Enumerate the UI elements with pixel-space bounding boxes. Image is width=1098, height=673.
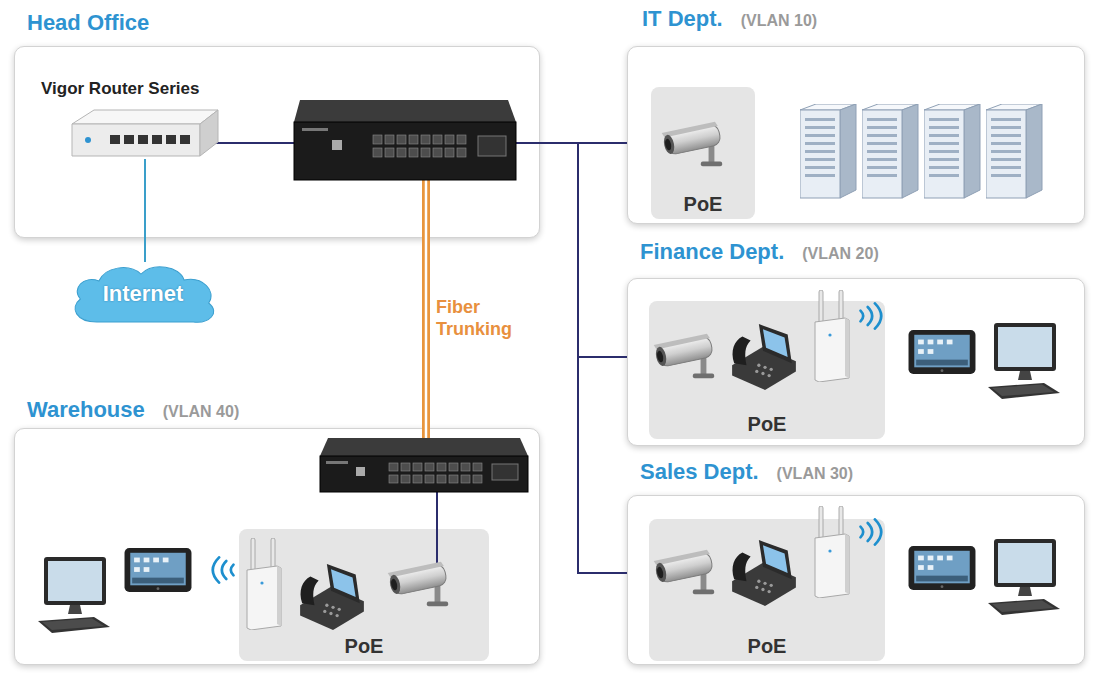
desktop-icon xyxy=(988,323,1060,399)
router-uplink-wire xyxy=(209,142,295,144)
fiber-core xyxy=(425,238,428,428)
heading-row: Head Office xyxy=(27,10,149,36)
fiber-trunk xyxy=(422,238,430,428)
poe-group: PoE xyxy=(649,519,885,661)
wifi-waves xyxy=(861,519,882,544)
access-point-icon xyxy=(815,506,849,598)
edge-label: Fiber Trunking xyxy=(436,296,528,340)
router-device: Vigor Router Series xyxy=(71,109,219,159)
cloud-label: Internet xyxy=(66,262,220,326)
camera-icon xyxy=(654,333,714,378)
server-icon xyxy=(862,104,918,198)
poe-label: PoE xyxy=(684,193,723,219)
camera-wire xyxy=(436,490,438,588)
switch-symbol xyxy=(320,438,528,492)
department-heading: Sales Dept. xyxy=(640,459,759,485)
department-heading: Finance Dept. xyxy=(640,239,784,265)
wifi-waves xyxy=(213,557,234,582)
access-point-icon xyxy=(247,538,281,630)
poe-label: PoE xyxy=(345,635,384,661)
switch-wire xyxy=(515,142,541,144)
internet-link xyxy=(144,159,146,262)
heading-row: IT Dept. (VLAN 10) xyxy=(642,6,817,32)
poe-group: PoE xyxy=(239,529,489,661)
office-heading: Head Office xyxy=(27,10,149,36)
switch-symbol xyxy=(294,100,516,180)
desktop-icon xyxy=(988,539,1060,615)
department-heading: IT Dept. xyxy=(642,6,723,32)
server-icon xyxy=(924,104,980,198)
department-panel: Finance Dept.(VLAN 20)PoE xyxy=(627,278,1085,446)
vlan-tag: (VLAN 10) xyxy=(741,12,817,30)
vlan-link xyxy=(540,143,627,573)
tablet-icon xyxy=(125,548,192,592)
router-symbol xyxy=(72,110,218,156)
fiber-stub xyxy=(426,180,427,446)
tablet-icon xyxy=(909,546,976,590)
department-heading: Warehouse xyxy=(27,397,145,423)
poe-group: PoE xyxy=(649,301,885,439)
phone-icon xyxy=(732,324,796,390)
heading-row: Sales Dept. (VLAN 30) xyxy=(640,459,853,485)
vlan-tag: (VLAN 20) xyxy=(802,245,878,263)
poe-label: PoE xyxy=(748,413,787,439)
department-panel: Warehouse(VLAN 40)PoE xyxy=(14,428,540,665)
vlan-tag: (VLAN 30) xyxy=(777,465,853,483)
vlan-tag: (VLAN 40) xyxy=(163,403,239,421)
poe-group: PoE xyxy=(651,87,755,219)
device-label: Vigor Router Series xyxy=(41,79,199,99)
phone-icon xyxy=(732,540,796,606)
server-icon xyxy=(800,104,856,198)
tablet-icon xyxy=(909,330,976,374)
access-point-icon xyxy=(815,290,849,382)
vlan-link xyxy=(540,143,627,357)
wifi-waves xyxy=(861,303,882,328)
heading-row: Finance Dept. (VLAN 20) xyxy=(640,239,879,265)
phone-icon xyxy=(300,564,364,630)
camera-icon xyxy=(388,561,448,606)
vlan-link xyxy=(540,142,627,144)
poe-label: PoE xyxy=(748,635,787,661)
camera-icon xyxy=(662,121,722,166)
department-panel: IT Dept.(VLAN 10)PoE xyxy=(627,46,1085,224)
department-panel: Sales Dept.(VLAN 30)PoE xyxy=(627,495,1085,665)
heading-row: Warehouse (VLAN 40) xyxy=(27,397,239,423)
internet-cloud: Internet xyxy=(66,262,220,326)
heading-row: Vigor Router Series xyxy=(41,79,199,99)
desktop-icon xyxy=(38,557,110,633)
office-panel: Head OfficeVigor Router Series xyxy=(14,46,540,238)
camera-icon xyxy=(654,549,714,594)
server-icon xyxy=(986,104,1042,198)
